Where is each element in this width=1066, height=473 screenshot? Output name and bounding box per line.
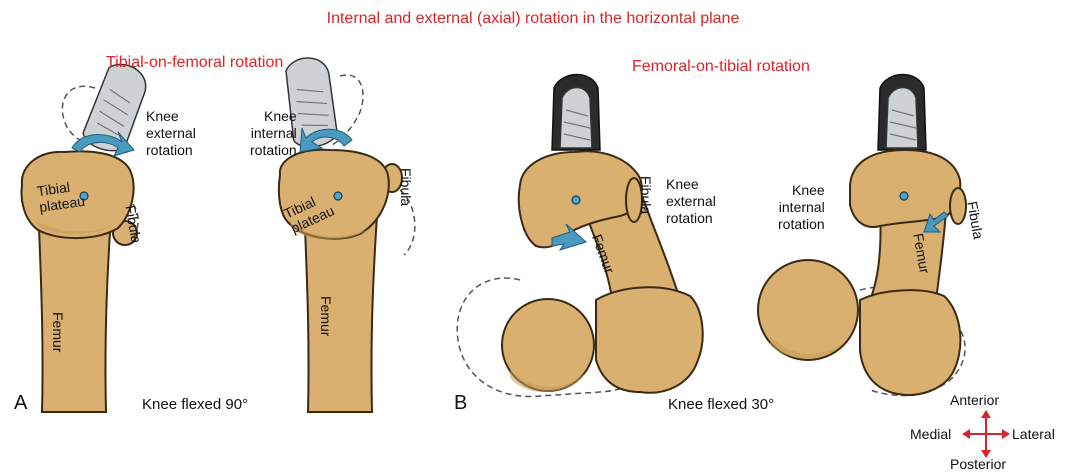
panel-b-subtitle: Femoral-on-tibial rotation bbox=[632, 58, 810, 76]
shoe-icon bbox=[552, 75, 600, 151]
panel-a-right-femur-label: Femur bbox=[318, 296, 334, 336]
compass-anterior-label: Anterior bbox=[950, 392, 999, 409]
panel-b-letter: B bbox=[454, 392, 467, 415]
compass-posterior-label: Posterior bbox=[950, 456, 1006, 473]
compass-lateral-label: Lateral bbox=[1012, 426, 1055, 443]
panel-a-left-plateau-label: Tibial plateau bbox=[36, 177, 86, 215]
main-title: Internal and external (axial) rotation i… bbox=[0, 10, 1066, 28]
panel-b-right-figure bbox=[758, 75, 966, 396]
panel-a-subtitle: Tibial-on-femoral rotation bbox=[106, 54, 283, 72]
panel-b-right-rotation-label: Knee internal rotation bbox=[778, 182, 825, 233]
panel-b-left-rotation-label: Knee external rotation bbox=[666, 176, 716, 227]
panel-a-left-femur-label: Femur bbox=[50, 312, 66, 352]
compass-arrows bbox=[962, 410, 1010, 458]
panel-a-right-rotation-label: Knee internal rotation bbox=[250, 108, 297, 159]
shoe-icon bbox=[878, 75, 926, 151]
panel-a-letter: A bbox=[14, 392, 27, 415]
panel-a-left-rotation-label: Knee external rotation bbox=[146, 108, 196, 159]
panel-a-caption: Knee flexed 90° bbox=[142, 396, 248, 413]
panel-a-right-fibula-label: Fibula bbox=[398, 168, 414, 206]
compass-medial-label: Medial bbox=[910, 426, 951, 443]
panel-b-left-fibula-label: Fibula bbox=[638, 176, 654, 214]
panel-b-left-figure bbox=[457, 75, 702, 397]
panel-b-caption: Knee flexed 30° bbox=[668, 396, 774, 413]
